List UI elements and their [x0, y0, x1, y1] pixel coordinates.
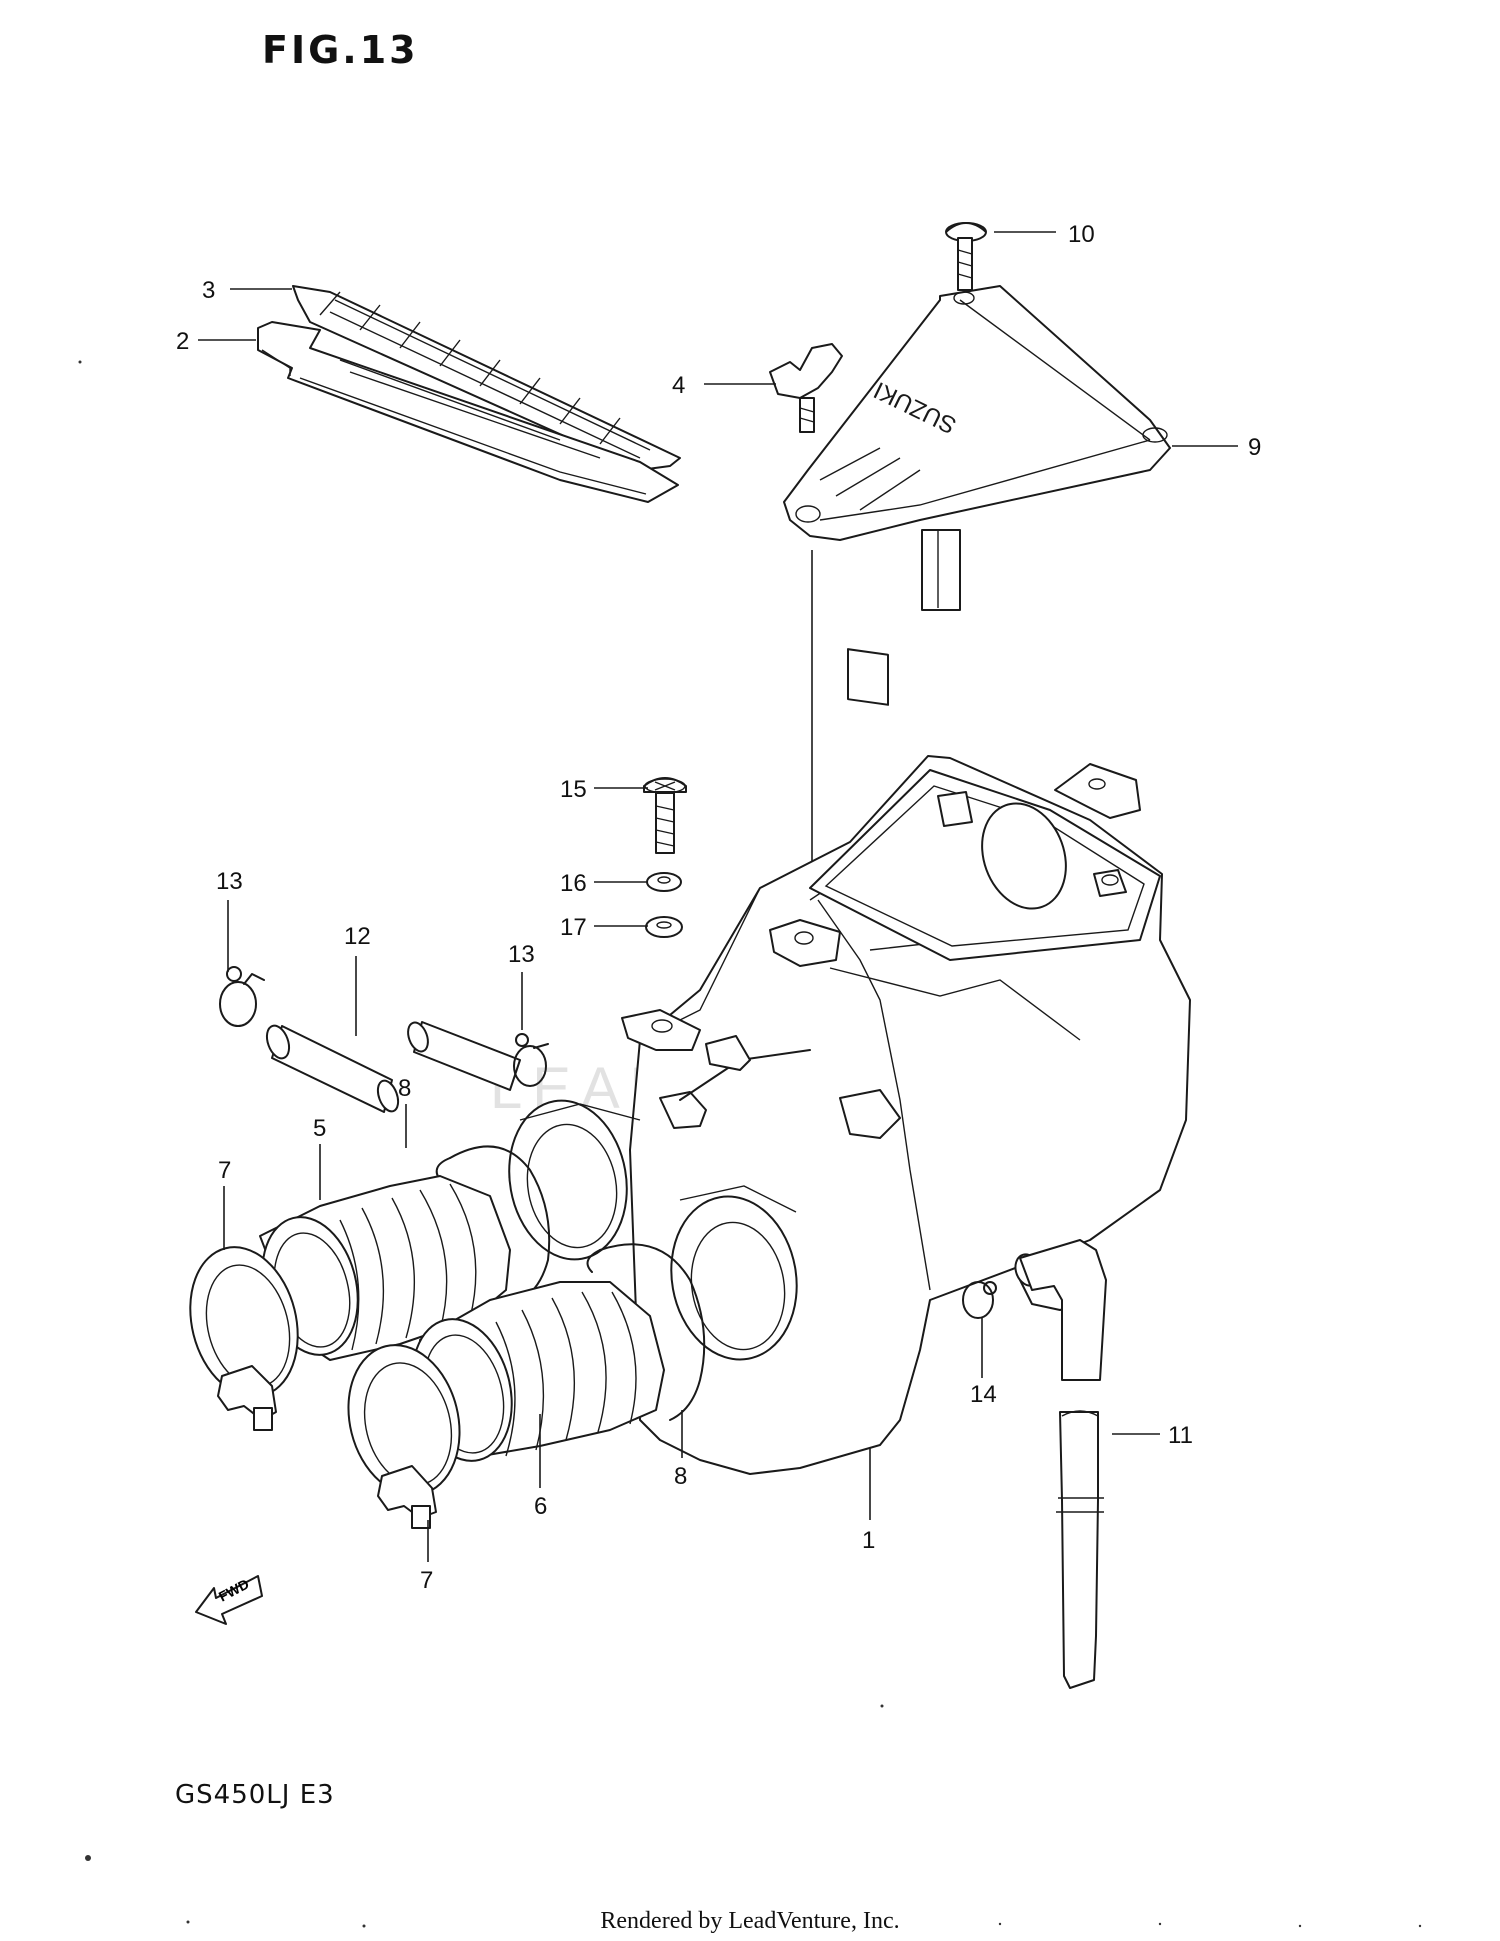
part-17-washer: [645, 916, 683, 938]
part-9-cover: SUZUKI: [783, 285, 1171, 706]
leader-lines: [198, 231, 1238, 1562]
part-10-screw: [945, 222, 987, 291]
callout-8-upper: 8: [398, 1075, 411, 1102]
callout-8-lower: 8: [674, 1463, 687, 1490]
callout-13-left: 13: [216, 868, 243, 895]
callout-15: 15: [560, 776, 587, 803]
footer-credit: Rendered by LeadVenture, Inc.: [600, 1908, 900, 1934]
callout-5: 5: [313, 1115, 326, 1142]
part-6-joint-lower: [411, 1281, 665, 1462]
part-14-clip: [962, 1281, 997, 1319]
part-15-screw: [643, 777, 687, 854]
part-12-hose-segment: [407, 1021, 521, 1091]
callout-10: 10: [1068, 221, 1095, 248]
forward-arrow-icon: FWD: [195, 1575, 263, 1625]
model-code: GS450LJ E3: [175, 1780, 335, 1810]
callout-6: 6: [534, 1493, 547, 1520]
part-3-filter-screen: [292, 285, 681, 471]
callout-17: 17: [560, 914, 587, 941]
callout-1: 1: [862, 1527, 875, 1554]
callout-16: 16: [560, 870, 587, 897]
callout-13-right: 13: [508, 941, 535, 968]
part-13-clip-right: [513, 1033, 549, 1087]
part-8-clamp-lower: [586, 1243, 706, 1421]
part-7-clamp-upper: [189, 1246, 299, 1431]
callout-7-lower: 7: [420, 1567, 433, 1594]
figure-title: FIG.13: [262, 28, 419, 72]
part-16-lock-washer: [646, 872, 682, 892]
scan-specks: [78, 360, 1422, 1928]
callout-12: 12: [344, 923, 371, 950]
part-2-filter-element: [257, 321, 679, 503]
callout-3: 3: [202, 277, 215, 304]
part-11-drain-hose: [1014, 1239, 1107, 1689]
callout-4: 4: [672, 372, 685, 399]
part-12-breather-hose: [265, 1024, 400, 1113]
part-7-clamp-lower: [347, 1344, 461, 1529]
callout-14: 14: [970, 1381, 997, 1408]
callout-2: 2: [176, 328, 189, 355]
callout-11: 11: [1168, 1422, 1193, 1449]
callout-7-upper: 7: [218, 1157, 231, 1184]
part-4-wing-bolt: [769, 343, 843, 433]
callout-9: 9: [1248, 434, 1261, 461]
part-13-clip-left: [219, 966, 265, 1027]
